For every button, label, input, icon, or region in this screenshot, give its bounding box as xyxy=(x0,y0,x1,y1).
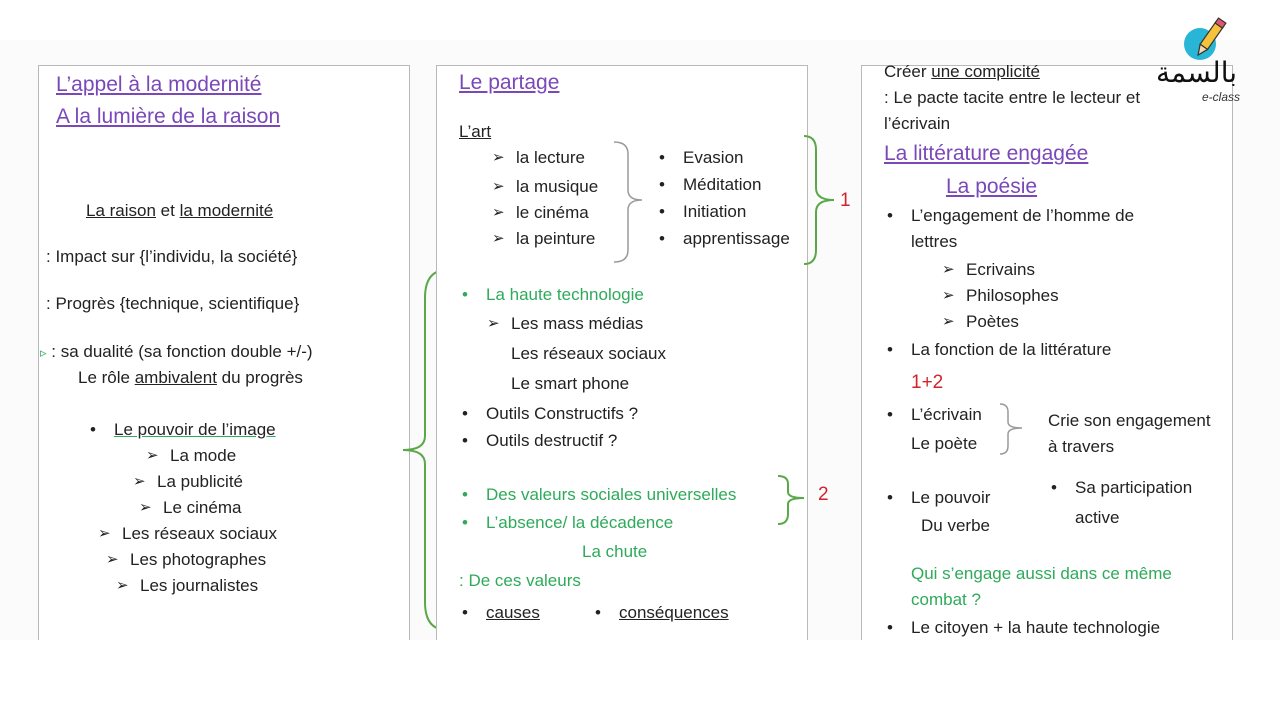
col1-dualite: ▹ : sa dualité (sa fonction double +/-) xyxy=(40,342,313,361)
col1-progres: : Progrès {technique, scientifique} xyxy=(46,294,300,313)
col2-de-ces-valeurs: : De ces valeurs xyxy=(459,571,581,590)
green-brace-2 xyxy=(777,475,805,525)
col3-pouvoir-line2: Du verbe xyxy=(921,516,990,535)
col3-engagement-line1: L’engagement de l’homme de xyxy=(887,206,1134,226)
col2-art-peinture: la peinture xyxy=(492,229,596,249)
col3-pacte-line2: l’écrivain xyxy=(884,114,951,133)
logo-tag-text: e-class xyxy=(1202,90,1241,104)
col2-title: Le partage xyxy=(459,71,560,94)
col1-item-reseaux: Les réseaux sociaux xyxy=(98,524,277,544)
col1-item-cinema: Le cinéma xyxy=(139,498,242,518)
pencil-icon xyxy=(1184,17,1227,60)
col1-item-mode: La mode xyxy=(146,446,236,466)
col1-title-line1: L’appel à la modernité xyxy=(56,73,262,96)
col3-poesie: La poésie xyxy=(946,175,1038,198)
col3-title: La littérature engagée xyxy=(884,142,1089,165)
col2-art: L’art xyxy=(459,122,492,141)
col3-ecrivain: L’écrivain xyxy=(887,405,982,425)
col2-outils-destructif: Outils destructif ? xyxy=(462,431,617,451)
col2-benefit-initiation: Initiation xyxy=(659,202,746,222)
col2-absence-decadence: L’absence/ la décadence xyxy=(462,513,673,533)
col2-art-lecture: la lecture xyxy=(492,148,585,168)
col3-pouvoir-line1: Le pouvoir xyxy=(887,488,991,508)
col1-title-line2: A la lumière de la raison xyxy=(56,105,281,128)
brand-logo: بالسمة e-class xyxy=(1150,14,1260,110)
col2-mass-medias: Les mass médias xyxy=(487,314,643,334)
col2-causes: causes xyxy=(462,603,540,623)
label-num-1: 1 xyxy=(840,190,851,211)
col3-engagement-line2: lettres xyxy=(911,232,958,251)
col1-item-photographes: Les photographes xyxy=(106,550,266,570)
col3-philosophes: Philosophes xyxy=(942,286,1059,306)
green-brace-large xyxy=(402,269,448,631)
col3-crie-line2: à travers xyxy=(1048,437,1115,456)
col2-art-cinema: le cinéma xyxy=(492,203,589,223)
col1-item-publicite: La publicité xyxy=(133,472,243,492)
col2-benefit-meditation: Méditation xyxy=(659,175,762,195)
col1-item-journalistes: Les journalistes xyxy=(116,576,258,596)
col2-haute-technologie: La haute technologie xyxy=(462,285,644,305)
col3-creer-complicite: Créer une complicité xyxy=(884,62,1040,81)
col3-pacte-line1: : Le pacte tacite entre le lecteur et xyxy=(884,88,1141,107)
label-num-2: 2 xyxy=(818,484,829,505)
column-litterature xyxy=(861,65,1233,657)
col3-participation-line1: Sa participation xyxy=(1051,478,1192,498)
col2-la-chute: La chute xyxy=(582,542,648,561)
col3-fonction: La fonction de la littérature xyxy=(887,340,1111,360)
col2-outils-constructifs: Outils Constructifs ? xyxy=(462,404,638,424)
col3-qui-line2: combat ? xyxy=(911,590,981,609)
col2-art-musique: la musique xyxy=(492,177,598,197)
col3-citoyen: Le citoyen + la haute technologie xyxy=(887,618,1160,638)
logo-brand-text: بالسمة xyxy=(1156,56,1238,89)
col3-ecrivains: Ecrivains xyxy=(942,260,1035,280)
col1-pouvoir-image: Le pouvoir de l’image xyxy=(90,420,276,440)
col3-poete: Le poète xyxy=(911,434,978,453)
col1-subtitle: La raison et la modernité xyxy=(86,201,274,220)
col1-role: Le rôle ambivalent du progrès xyxy=(78,368,303,387)
art-brace xyxy=(613,141,643,263)
col2-benefit-evasion: Evasion xyxy=(659,148,744,168)
col3-crie-line1: Crie son engagement xyxy=(1048,411,1211,430)
col2-reseaux-sociaux: Les réseaux sociaux xyxy=(511,344,666,363)
col1-impact: : Impact sur {l’individu, la société} xyxy=(46,247,298,266)
col3-qui-line1: Qui s’engage aussi dans ce même xyxy=(911,564,1172,583)
col2-consequences: conséquences xyxy=(595,603,729,623)
col2-valeurs-sociales: Des valeurs sociales universelles xyxy=(462,485,736,505)
col3-poetes: Poètes xyxy=(942,312,1019,332)
bottom-margin xyxy=(0,640,1280,720)
col2-smart-phone: Le smart phone xyxy=(511,374,630,393)
green-brace-1 xyxy=(803,135,835,265)
col3-participation-line2: active xyxy=(1075,508,1120,527)
ecrivain-brace xyxy=(999,403,1023,455)
col2-benefit-apprentissage: apprentissage xyxy=(659,229,790,249)
col3-one-plus-two: 1+2 xyxy=(911,372,944,393)
